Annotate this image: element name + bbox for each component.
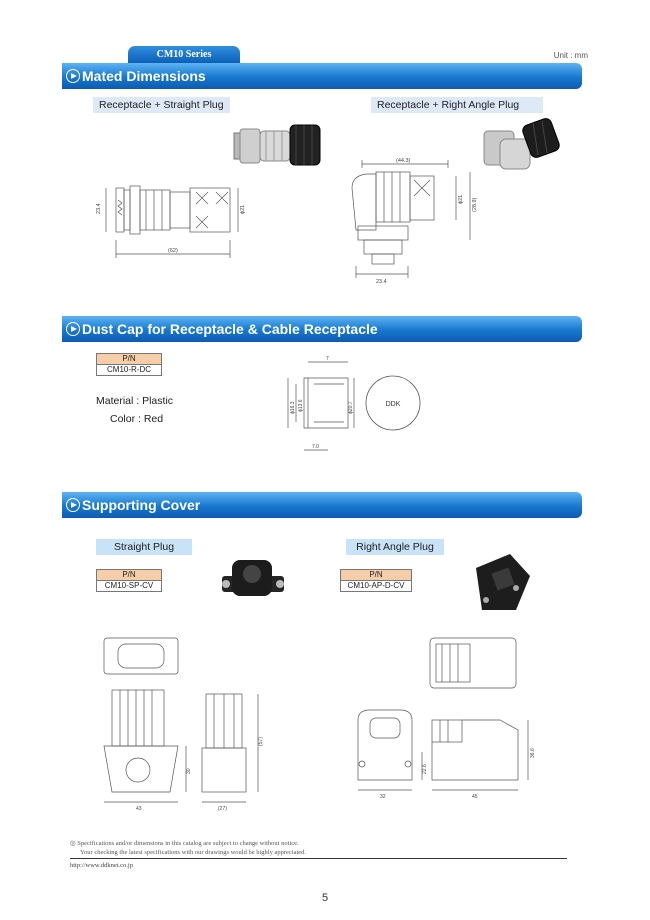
dim-cap-3: ϕ20.7: [348, 401, 354, 414]
pn-value: CM10-R-DC: [96, 364, 162, 376]
dim-straight-cover-4: (27): [218, 806, 227, 812]
footer-rule: [70, 858, 567, 859]
dim-straight-cover-1: 30: [186, 768, 192, 774]
section-header-mated: Mated Dimensions: [62, 63, 582, 89]
right-cover-pn-table: P/N CM10-AP-D-CV: [340, 569, 412, 592]
right-angle-cover-photo: [476, 554, 530, 610]
dust-cap-front-view: DDK: [365, 375, 421, 431]
material-text: Material : Plastic: [96, 395, 174, 407]
section-title: Supporting Cover: [82, 497, 201, 513]
dim-straight-length: (62): [168, 248, 178, 254]
play-circle-icon: [66, 69, 80, 83]
dim-right-cover-3: 32: [380, 794, 386, 800]
label-receptacle-straight: Receptacle + Straight Plug: [93, 97, 230, 113]
dim-right-cover-1: 22.6: [422, 764, 428, 774]
series-tab: CM10 Series: [128, 46, 240, 63]
straight-cover-pn-table: P/N CM10-SP-CV: [96, 569, 162, 592]
dim-straight-cover-2: 43: [136, 806, 142, 812]
right-angle-cover-drawing: 22.6 36.6 32 45: [357, 637, 536, 800]
play-circle-icon: [66, 498, 80, 512]
label-straight-plug: Straight Plug: [96, 539, 192, 555]
straight-plug-photo: [233, 124, 321, 166]
dim-right-height: (28.9): [472, 197, 478, 212]
dim-cap-5: 7.0: [312, 444, 319, 450]
dim-right-dia: ϕ21: [458, 195, 464, 204]
unit-label: Unit : mm: [553, 51, 588, 60]
footnote-line-1: ◎ Specifications and/or dimensions in th…: [70, 840, 299, 847]
color-text: Color : Red: [110, 413, 164, 425]
straight-cover-photo: [222, 560, 284, 596]
pn-value: CM10-SP-CV: [96, 580, 162, 592]
cap-marking: DDK: [386, 401, 401, 408]
footnote: ◎ Specifications and/or dimensions in th…: [70, 839, 306, 857]
dim-straight-dia: ϕ21: [240, 205, 246, 214]
straight-cover-drawing: 30 43 (57) (27): [103, 637, 264, 812]
label-right-angle-plug: Right Angle Plug: [346, 539, 444, 555]
section-header-supporting-cover: Supporting Cover: [62, 492, 582, 518]
dim-cap-2: ϕ13.6: [298, 399, 304, 412]
pn-header: P/N: [340, 569, 412, 581]
dust-cap-pn-table: P/N CM10-R-DC: [96, 353, 162, 376]
right-angle-plug-photo: [483, 118, 560, 170]
dim-cap-1: ϕ16.3: [290, 401, 296, 414]
dim-right-length: (44.3): [396, 158, 411, 164]
dim-right-cover-4: 45: [472, 794, 478, 800]
play-circle-icon: [66, 322, 80, 336]
right-angle-mated-drawing: (44.3) ϕ21 (28.9) 23.4: [351, 158, 478, 285]
section-title: Dust Cap for Receptacle & Cable Receptac…: [82, 321, 378, 337]
dim-right-width: 23.4: [376, 279, 387, 285]
section-title: Mated Dimensions: [82, 68, 206, 84]
dust-cap-drawing: ϕ16.3 ϕ13.6 ϕ20.7 7 7.0: [287, 356, 355, 451]
dim-right-cover-2: 36.6: [530, 748, 536, 758]
pn-header: P/N: [96, 569, 162, 581]
footnote-line-2: Your checking the latest specifications …: [80, 849, 307, 856]
footer-url[interactable]: http://www.ddknet.co.jp: [70, 862, 133, 869]
page-number: 5: [321, 892, 329, 904]
straight-mated-drawing: 23.4 ϕ21 (62): [96, 185, 246, 258]
pn-header: P/N: [96, 353, 162, 365]
dim-straight-height: 23.4: [96, 203, 102, 214]
dim-straight-cover-3: (57): [258, 737, 264, 746]
pn-value: CM10-AP-D-CV: [340, 580, 412, 592]
label-receptacle-right-angle: Receptacle + Right Angle Plug: [371, 97, 543, 113]
section-header-dust-cap: Dust Cap for Receptacle & Cable Receptac…: [62, 316, 582, 342]
dim-cap-4: 7: [326, 356, 329, 362]
